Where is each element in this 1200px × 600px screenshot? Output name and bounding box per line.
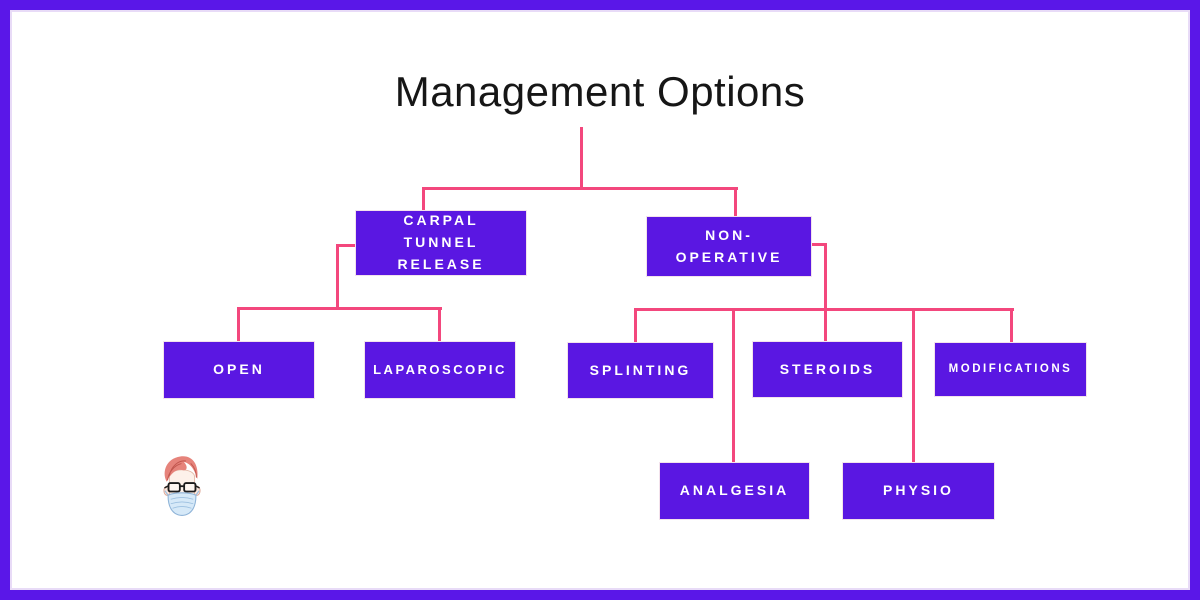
node-steroids: STEROIDS [752,341,903,398]
node-splinting: SPLINTING [567,342,714,399]
node-open: OPEN [163,341,315,399]
page-title: Management Options [394,68,806,115]
connector-splinting-drop [634,308,637,344]
node-modifications: MODIFICATIONS [934,342,1087,397]
connector-nonsurgical-bar [634,308,1014,311]
connector-analgesia-drop [732,308,735,464]
connector-nonop-stub-drop [824,243,827,343]
connector-modifications-drop [1010,308,1013,344]
node-carpal-tunnel-release: CARPAL TUNNEL RELEASE [355,210,527,276]
connector-carpal-drop [422,187,425,212]
connector-carpal-stub [336,244,356,247]
connector-nonoperative-drop [734,187,737,218]
connector-level1-bar [422,187,738,190]
connector-carpal-stub-drop [336,244,339,310]
connector-surgical-bar [237,307,442,310]
connector-open-drop [237,307,240,343]
node-analgesia: ANALGESIA [659,462,810,520]
node-laparoscopic: LAPAROSCOPIC [364,341,516,399]
connector-laparoscopic-drop [438,307,441,343]
connector-physio-drop [912,308,915,464]
masked-surgeon-face-icon [155,452,209,524]
node-physio: PHYSIO [842,462,995,520]
connector-title-drop [580,127,583,189]
connector-nonop-stub [810,243,827,246]
node-non-operative: NON-OPERATIVE [646,216,812,277]
